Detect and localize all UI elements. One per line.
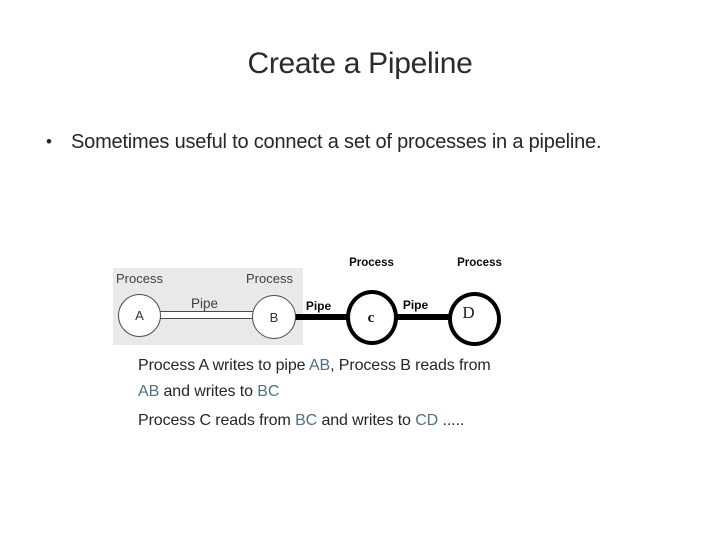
caption-segment: CD — [415, 412, 439, 429]
pipe-bc-line — [294, 314, 349, 320]
caption-segment: BC — [295, 412, 318, 429]
process-a-letter: A — [135, 308, 144, 323]
pipe-bc-label: Pipe — [305, 299, 332, 313]
bullet-marker: • — [46, 132, 52, 151]
process-c-label: Process — [349, 257, 394, 269]
pipe-cd-line — [395, 314, 451, 320]
caption-line-1: Process A writes to pipe AB, Process B r… — [138, 356, 491, 376]
pipe-ab-label: Pipe — [191, 296, 219, 311]
process-b-label: Process — [246, 271, 293, 286]
caption-segment: AB — [308, 357, 331, 374]
caption-segment: , Process B reads from — [330, 357, 491, 374]
caption-segment: Process C reads from — [138, 412, 296, 429]
caption-segment: BC — [257, 383, 280, 400]
process-d-letter: D — [462, 303, 475, 322]
caption-line-2: AB and writes to BC — [138, 382, 279, 402]
process-b-node: B — [252, 295, 296, 339]
caption-segment: Process A writes to pipe — [138, 357, 309, 374]
caption-segment: ..... — [438, 412, 465, 429]
caption-segment: AB — [138, 383, 160, 400]
process-b-letter: B — [269, 309, 279, 325]
caption-segment: and writes to — [317, 412, 416, 429]
process-d-node: D — [448, 292, 501, 346]
caption-line-3: Process C reads from BC and writes to CD… — [138, 411, 464, 431]
bullet-item: • Sometimes useful to connect a set of p… — [46, 129, 700, 155]
caption-segment: and writes to — [159, 383, 258, 400]
bullet-text: Sometimes useful to connect a set of pro… — [71, 131, 602, 153]
process-d-label: Process — [457, 257, 502, 269]
process-a-node: A — [118, 294, 161, 337]
pipe-cd-label: Pipe — [402, 298, 429, 312]
process-a-label: Process — [116, 271, 163, 286]
process-c-node: c — [346, 290, 398, 345]
pipe-ab-line — [158, 311, 256, 319]
process-c-letter: c — [367, 310, 375, 326]
slide-title: Create a Pipeline — [247, 47, 473, 80]
